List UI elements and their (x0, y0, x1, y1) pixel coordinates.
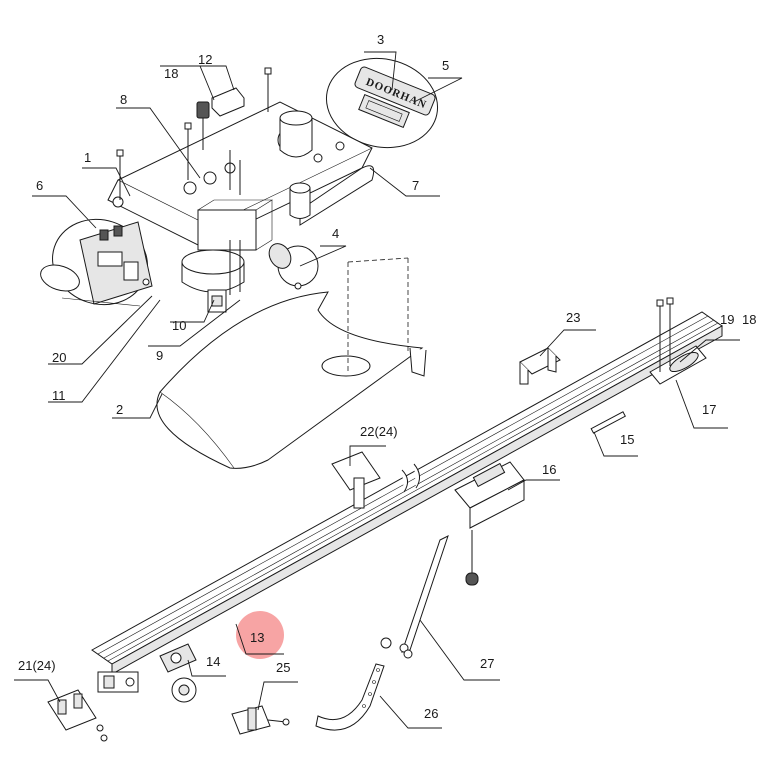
leader-lines (14, 51, 740, 729)
part-labels: 18 12 3 5 8 1 6 7 4 10 9 20 11 2 23 19 1… (18, 32, 756, 721)
label-2: 2 (116, 402, 123, 417)
label-11: 11 (52, 388, 66, 403)
label-10: 10 (172, 318, 186, 333)
label-3: 3 (377, 32, 384, 47)
label-19: 19 (720, 312, 734, 327)
highlight-marker[interactable] (236, 611, 284, 659)
label-5: 5 (442, 58, 449, 73)
label-16: 16 (542, 462, 556, 477)
label-1: 1 (84, 150, 91, 165)
door-arm-27 (380, 530, 479, 659)
label-18-top: 18 (164, 66, 178, 81)
label-9: 9 (156, 348, 163, 363)
rail-track (91, 297, 723, 693)
label-17: 17 (702, 402, 716, 417)
label-27: 27 (480, 656, 494, 671)
clamp-25 (231, 705, 290, 735)
label-6: 6 (36, 178, 43, 193)
label-18-right: 18 (742, 312, 756, 327)
pulley-14 (159, 643, 197, 673)
label-8: 8 (120, 92, 127, 107)
label-22: 22(24) (360, 424, 398, 439)
label-12: 12 (198, 52, 212, 67)
cover-plate-3: DOORHAN (325, 57, 439, 149)
housing-cover-2 (156, 257, 427, 469)
rear-pulley-17 (649, 297, 707, 385)
capacitor-4 (268, 243, 319, 290)
bracket-22 (331, 451, 381, 509)
label-23: 23 (566, 310, 580, 325)
label-25: 25 (276, 660, 290, 675)
label-7: 7 (412, 178, 419, 193)
motor-lower-assembly (181, 199, 274, 313)
front-bracket-21 (47, 689, 108, 742)
hanger-bracket-23 (519, 347, 561, 385)
curved-arm-26 (315, 663, 385, 731)
label-20: 20 (52, 350, 66, 365)
label-14: 14 (206, 654, 220, 669)
label-15: 15 (620, 432, 634, 447)
label-26: 26 (424, 706, 438, 721)
control-board-6 (40, 218, 153, 307)
label-4: 4 (332, 226, 339, 241)
label-21: 21(24) (18, 658, 56, 673)
label-13: 13 (250, 630, 264, 645)
